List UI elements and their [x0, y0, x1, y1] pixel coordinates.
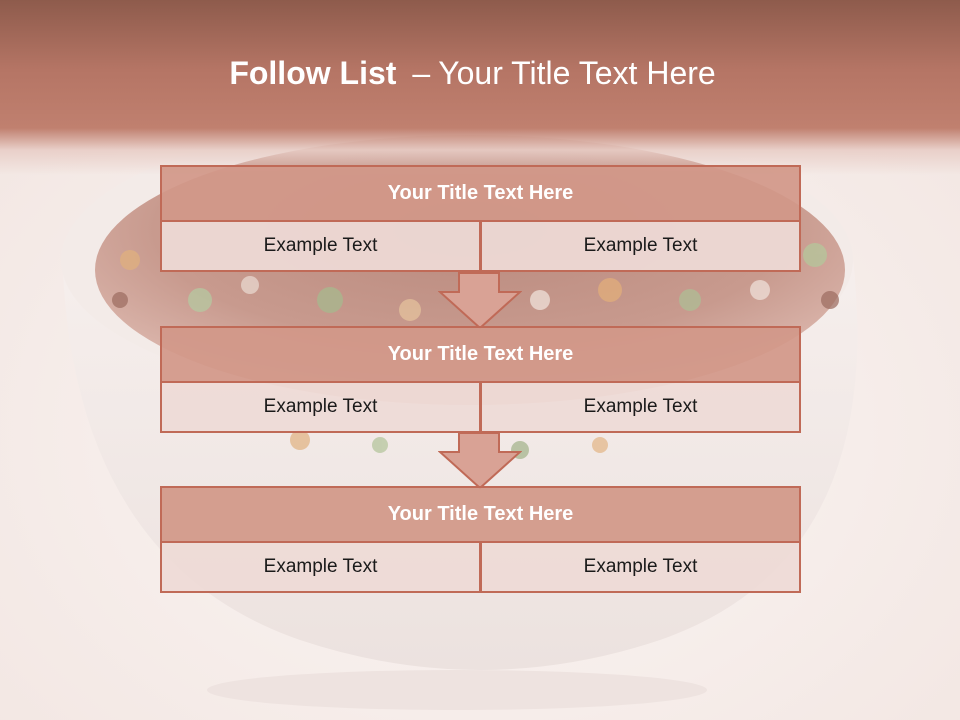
block-cell-right[interactable]: Example Text	[481, 383, 801, 433]
block-cell-right[interactable]: Example Text	[481, 543, 801, 593]
down-arrow-icon	[438, 272, 522, 330]
block-title[interactable]: Your Title Text Here	[160, 486, 801, 543]
down-arrow-icon	[438, 432, 522, 490]
slide-title-rest: Your Title Text Here	[438, 55, 716, 91]
block-row: Example Text Example Text	[160, 383, 801, 433]
block-cell-right[interactable]: Example Text	[481, 222, 801, 272]
block-row: Example Text Example Text	[160, 543, 801, 593]
block-row: Example Text Example Text	[160, 222, 801, 272]
block-cell-left[interactable]: Example Text	[160, 383, 481, 433]
block-title[interactable]: Your Title Text Here	[160, 326, 801, 383]
block-cell-left[interactable]: Example Text	[160, 222, 481, 272]
slide-title-separator: –	[412, 55, 431, 91]
block-cell-left[interactable]: Example Text	[160, 543, 481, 593]
block-title[interactable]: Your Title Text Here	[160, 165, 801, 222]
slide-title: Follow List–Your Title Text Here	[0, 55, 945, 92]
header-band	[0, 0, 960, 175]
slide-title-bold: Follow List	[229, 55, 397, 91]
